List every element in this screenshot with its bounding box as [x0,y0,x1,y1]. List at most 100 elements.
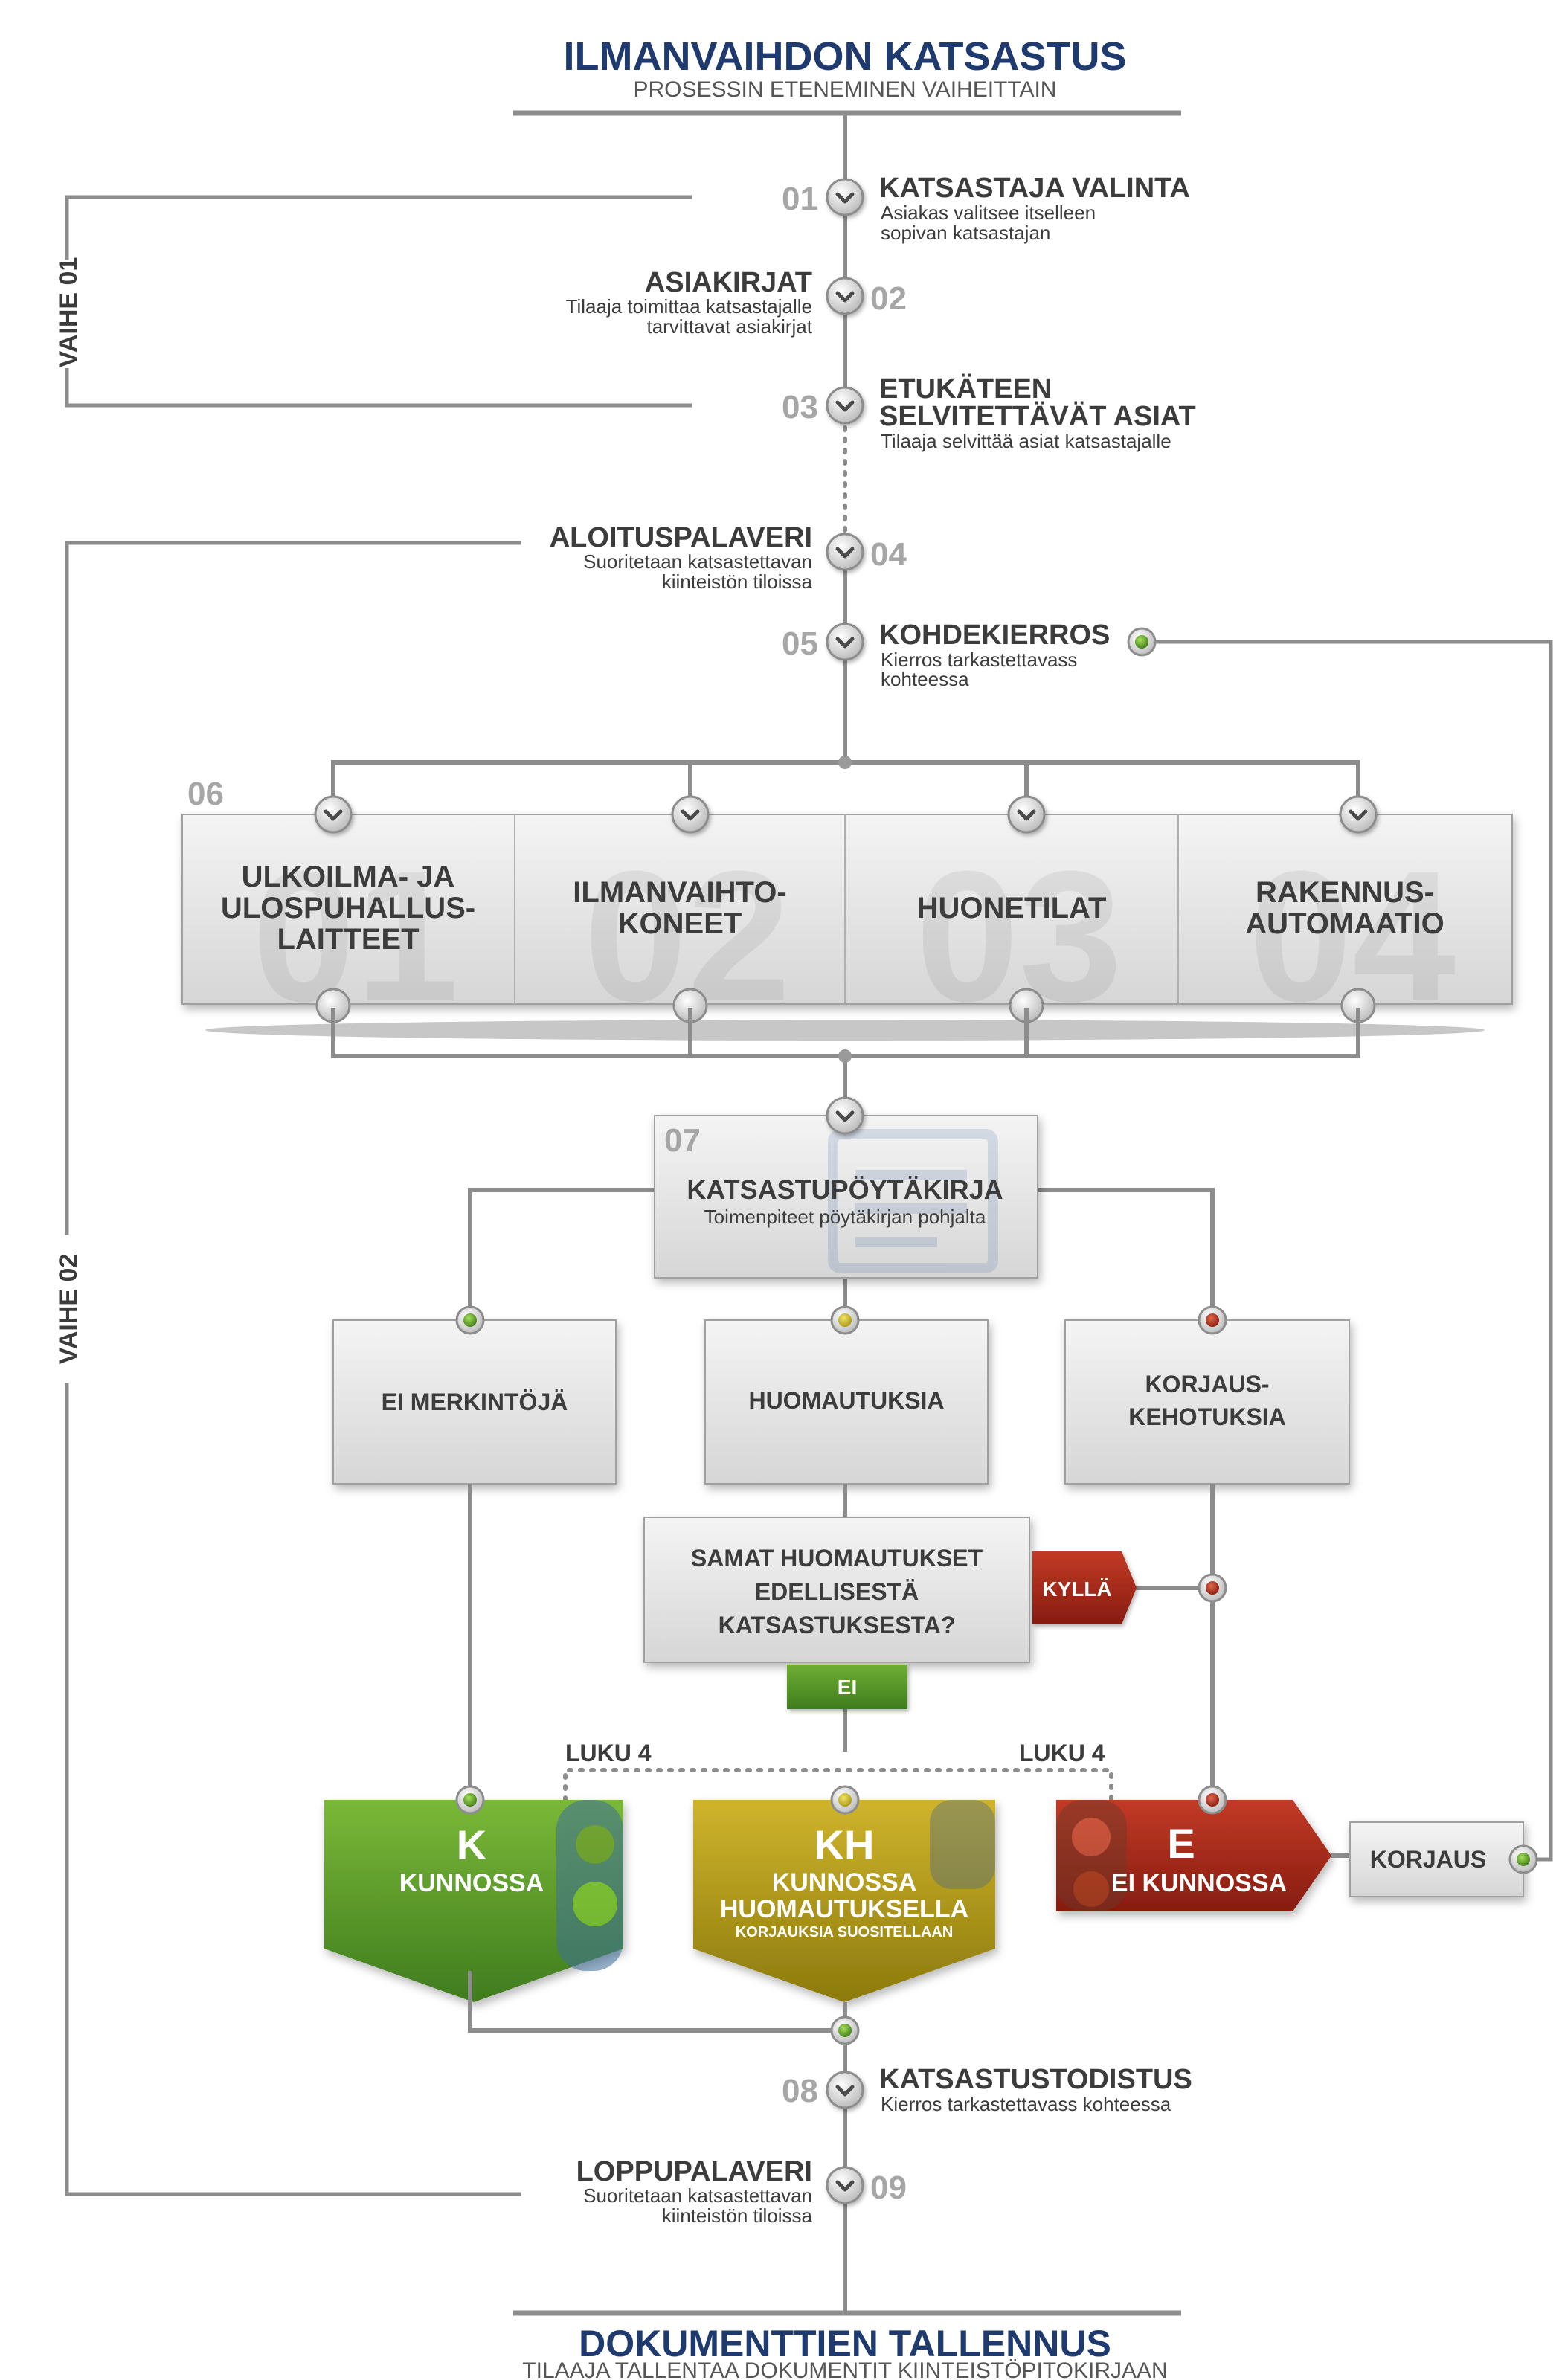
status-dot-yellow [830,1785,860,1815]
question-label: KATSASTUKSESTA? [719,1612,956,1638]
step-desc: Tilaaja toimittaa katsastajalle [566,295,812,318]
question-label: EDELLISESTÄ [755,1578,919,1605]
status-dot-green [1127,627,1157,657]
report-title: KATSASTUPÖYTÄKIRJA [687,1174,1003,1205]
document-watermark-icon [828,1129,998,1273]
inspection-dividers [514,814,1179,1004]
step-number: 03 [782,389,818,425]
step-02: ASIAKIRJAT Tilaaja toimittaa katsastajal… [566,267,907,338]
phase-1-bracket [65,195,692,408]
chevron-down-icon[interactable] [1007,795,1046,834]
area-title: ULKOILMA- JA [242,861,455,893]
chevron-down-icon[interactable] [826,533,864,571]
area-title: ILMANVAIHTO- [573,876,786,909]
finding-none-label: EI MERKINTÖJÄ [382,1389,568,1415]
area-title: RAKENNUS- [1256,876,1434,909]
finding-repairs-label: KORJAUS- [1145,1371,1269,1398]
chevron-down-icon[interactable] [826,2071,864,2109]
area-title: LAITTEET [277,923,419,956]
step-desc: kohteessa [881,668,969,690]
step-number: 04 [870,536,907,573]
result-code: K [457,1821,486,1868]
step-desc: kiinteistön tiloissa [662,2204,813,2227]
step-title: ETUKÄTEEN [879,373,1052,405]
result-label: KUNNOSSA [399,1869,544,1897]
step-desc: Suoritetaan katsastettavan [583,2184,812,2207]
result-label: HUOMAUTUKSELLA [720,1895,968,1923]
status-dot-green [830,2016,860,2045]
step-03: 03 ETUKÄTEEN SELVITETTÄVÄT ASIAT Tilaaja… [782,373,1196,452]
diagram-title: ILMANVAIHDON KATSASTUS [564,34,1127,79]
area-title: AUTOMAATIO [1245,907,1444,940]
step-desc: Tilaaja selvittää asiat katsastajalle [881,430,1172,452]
footer-title: DOKUMENTTIEN TALLENNUS [579,2323,1111,2364]
chapter-link-label: LUKU 4 [565,1740,652,1766]
finding-none-box [332,1319,617,1485]
step-desc: tarvittavat asiakirjat [646,315,812,338]
chevron-down-icon[interactable] [826,2166,864,2204]
status-dot-green [1508,1844,1538,1874]
yes-tag [1032,1551,1137,1624]
finding-repairs-box [1064,1319,1350,1485]
result-label: EI KUNNOSSA [1111,1869,1287,1897]
step-desc: Suoritetaan katsastettavan [583,550,812,573]
chevron-down-icon[interactable] [826,1096,864,1135]
question-label: SAMAT HUOMAUTUKSET [691,1545,983,1572]
report-desc: Toimenpiteet pöytäkirjan pohjalta [704,1206,986,1228]
status-dot-red [1198,1305,1227,1335]
step-title: KATSASTUSTODISTUS [879,2064,1192,2095]
step-desc: Asiakas valitsee itselleen [881,202,1096,224]
step-05: 05 KOHDEKIERROS Kierros tarkastettavass … [782,620,1110,690]
step-title: KOHDEKIERROS [879,620,1110,651]
step-title: SELVITETTÄVÄT ASIAT [879,400,1196,432]
chevron-down-icon[interactable] [314,795,353,834]
status-dot-red [1198,1573,1227,1603]
yes-label: KYLLÄ [1042,1577,1111,1601]
inspection-panel [181,814,1513,1005]
traffic-light-icon [1056,1800,1127,1911]
chevron-down-icon[interactable] [1339,795,1378,834]
step-number: 01 [782,181,818,217]
phase-2-label: VAIHE 02 [54,1254,83,1365]
result-code: KH [814,1821,875,1868]
area-index-watermark: 01 [252,832,459,1040]
panel-shadow [205,1020,1485,1041]
step-desc: sopivan katsastajan [881,222,1050,244]
area-title: ULOSPUHALLUS- [221,892,475,924]
step-title: ASIAKIRJAT [645,267,812,298]
step-title: ALOITUSPALAVERI [550,522,812,553]
step-04: ALOITUSPALAVERI Suoritetaan katsastettav… [550,522,907,593]
step-desc: kiinteistön tiloissa [662,570,813,593]
branch-lines-top [331,760,1360,814]
area-title: KONEET [618,907,742,940]
result-remarks-shape [693,1800,995,2002]
report-box [654,1115,1038,1279]
chevron-down-icon[interactable] [671,795,710,834]
repair-label: KORJAUS [1370,1846,1486,1873]
status-dot-green [455,1305,485,1335]
chapter-link-label: LUKU 4 [1019,1740,1105,1766]
junction-dot [838,756,852,769]
chevron-down-icon[interactable] [826,623,864,661]
traffic-light-icon [556,1800,623,1971]
step-title: LOPPUPALAVERI [576,2156,812,2187]
step-08: 08 KATSASTUSTODISTUS Kierros tarkastetta… [782,2064,1192,2115]
result-ok-shape [324,1800,623,2002]
status-dot-red [1198,1785,1227,1815]
finding-remarks-label: HUOMAUTUKSIA [748,1387,944,1414]
step-number: 09 [870,2170,907,2206]
step-number: 06 [187,776,224,812]
result-note: KORJAUKSIA SUOSITELLAAN [736,1924,954,1940]
chevron-down-icon[interactable] [826,178,864,216]
chevron-down-icon[interactable] [826,386,864,425]
phase-1-label: VAIHE 01 [54,257,83,368]
question-box [643,1517,1030,1663]
traffic-light-icon [930,1800,995,1889]
status-dot-green [455,1785,485,1815]
no-label: EI [838,1676,857,1699]
chevron-down-icon[interactable] [826,277,864,315]
